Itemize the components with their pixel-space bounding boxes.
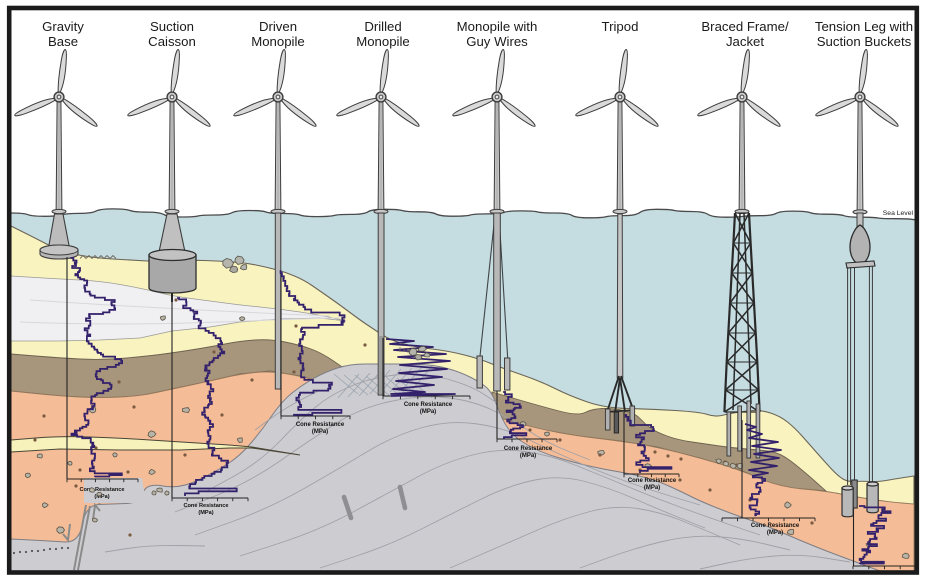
svg-text:Tripod: Tripod [602,19,639,34]
svg-text:Sea Level: Sea Level [883,210,914,217]
svg-text:Caisson: Caisson [148,34,196,49]
svg-text:Tension Leg with: Tension Leg with [815,19,913,34]
svg-text:Cone Resistance: Cone Resistance [404,402,453,408]
svg-text:Base: Base [48,34,78,49]
svg-text:Cone Resistance: Cone Resistance [296,422,345,428]
svg-text:(MPa): (MPa) [198,510,213,516]
svg-text:Driven: Driven [259,19,297,34]
svg-text:Cone Resistance: Cone Resistance [628,478,677,484]
svg-text:Braced Frame/: Braced Frame/ [701,19,789,34]
svg-text:(MPa): (MPa) [420,409,436,415]
svg-text:Monopile: Monopile [251,34,305,49]
svg-text:(MPa): (MPa) [644,485,660,491]
svg-text:Monopile: Monopile [356,34,410,49]
svg-text:Suction Buckets: Suction Buckets [817,34,912,49]
svg-text:Drilled: Drilled [364,19,401,34]
svg-text:(MPa): (MPa) [520,453,536,459]
svg-text:Cone Resistance: Cone Resistance [183,503,228,509]
svg-text:Cone Resistance: Cone Resistance [504,446,553,452]
svg-text:(MPa): (MPa) [767,530,783,536]
svg-text:Cone Resistance: Cone Resistance [79,487,124,493]
svg-text:Monopile with: Monopile with [457,19,538,34]
svg-text:Suction: Suction [150,19,194,34]
svg-text:Guy Wires: Guy Wires [466,34,528,49]
svg-text:(MPa): (MPa) [94,494,109,500]
svg-text:Cone Resistance: Cone Resistance [751,523,800,529]
svg-text:Gravity: Gravity [42,19,84,34]
svg-text:Jacket: Jacket [726,34,764,49]
svg-text:(MPa): (MPa) [312,429,328,435]
